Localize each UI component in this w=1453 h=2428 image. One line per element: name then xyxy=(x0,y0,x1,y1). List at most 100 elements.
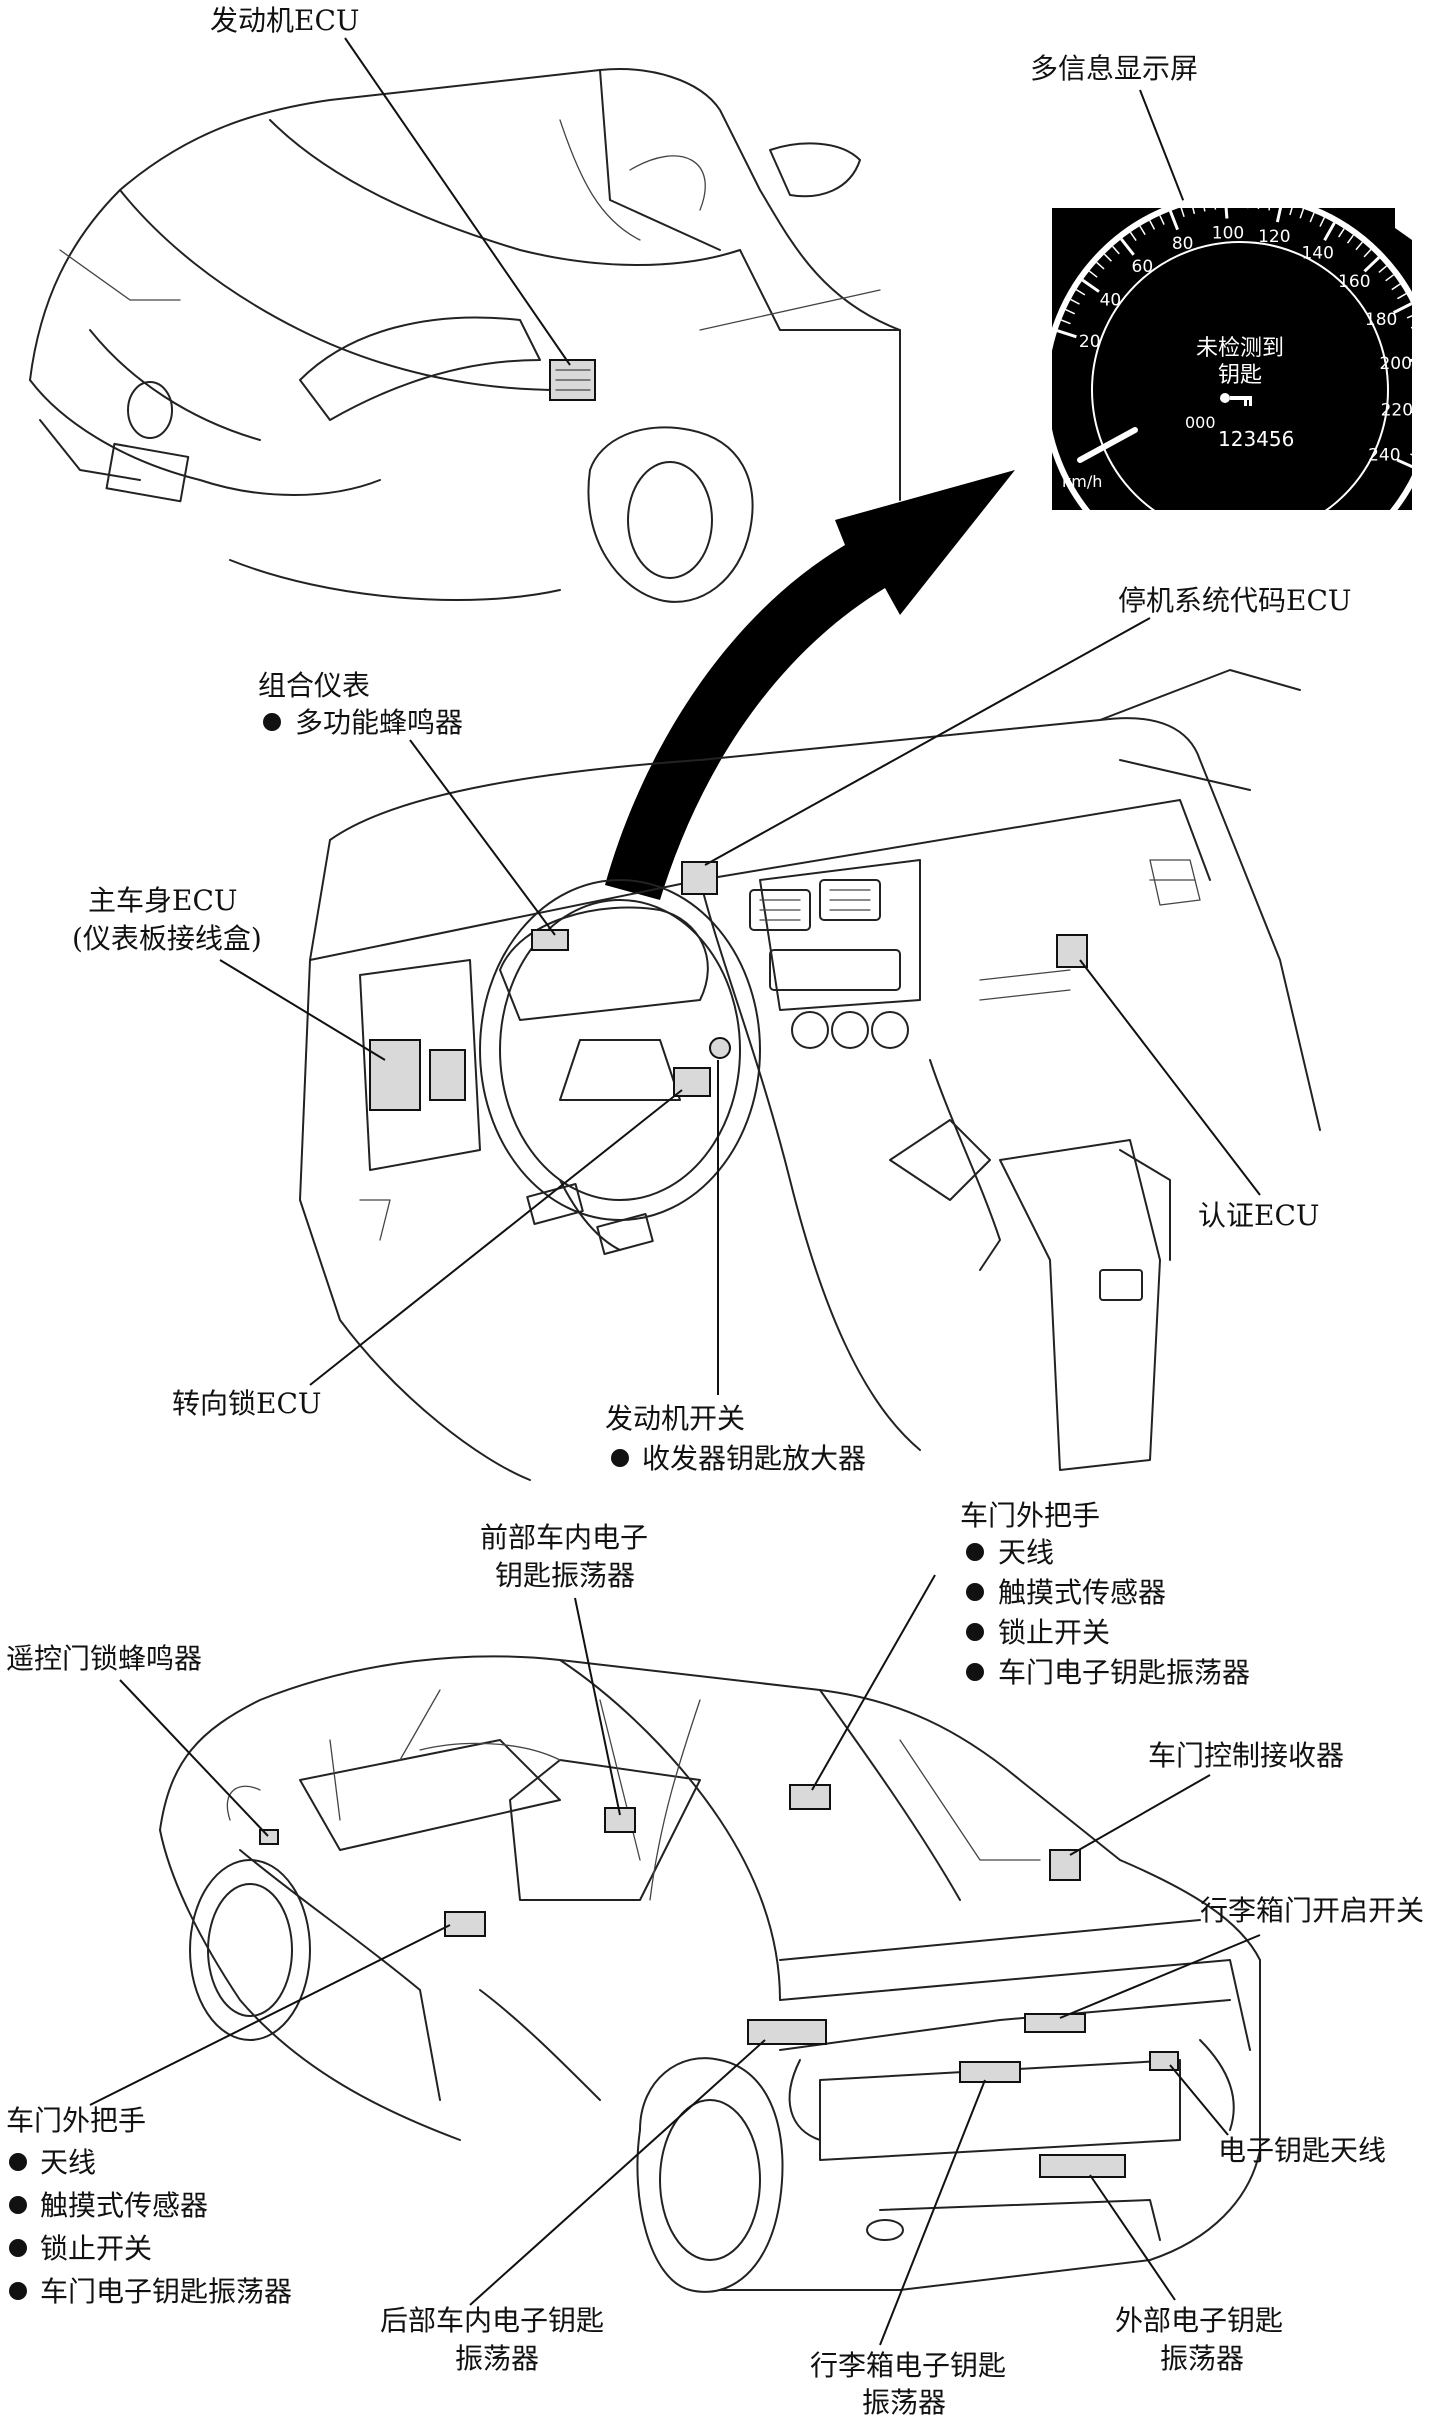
minor-tick xyxy=(1299,208,1305,219)
engine-switch-label: 发动机开关 xyxy=(605,1402,745,1435)
combination-meter-part xyxy=(531,929,569,951)
right-door-handle-title: 车门外把手 xyxy=(960,1499,1100,1532)
speed-needle xyxy=(1077,427,1138,463)
minor-tick xyxy=(1397,293,1407,300)
rear-oscillator-label-line1: 后部车内电子钥匙 xyxy=(380,2304,604,2337)
front-oscillator-leader xyxy=(574,1597,621,1816)
odometer-value: 123456 xyxy=(1218,427,1294,451)
minor-tick xyxy=(1355,241,1363,251)
major-tick xyxy=(1410,409,1431,416)
engine-switch-part xyxy=(709,1037,731,1059)
minor-tick xyxy=(1416,432,1427,437)
junction-block-part xyxy=(429,1049,466,1101)
steering-lock-ecu-leader xyxy=(309,1089,683,1386)
minor-tick xyxy=(1417,345,1428,350)
minor-tick xyxy=(1129,231,1137,241)
minor-tick xyxy=(1159,215,1165,225)
key-icon xyxy=(1220,393,1252,406)
trunk-oscillator-leader xyxy=(879,2079,986,2346)
left-door-handle-item: 车门电子钥匙振荡器 xyxy=(40,2275,292,2308)
minor-tick xyxy=(1070,298,1080,305)
steering-lock-ecu-label: 转向锁ECU xyxy=(172,1387,321,1420)
wireless-buzzer-leader xyxy=(119,1679,269,1837)
minor-tick xyxy=(1139,225,1146,236)
minor-tick xyxy=(1180,207,1185,218)
minor-tick xyxy=(1257,198,1261,210)
minor-tick xyxy=(1191,203,1196,214)
right-door-handle-item: 车门电子钥匙振荡器 xyxy=(998,1656,1250,1689)
main-body-ecu-label-line2: (仪表板接线盒) xyxy=(72,922,262,955)
outside-oscillator-leader xyxy=(1089,2174,1176,2301)
right-door-handle-part xyxy=(789,1784,831,1810)
front-car-illustration xyxy=(29,68,901,603)
speed-tick-label: 40 xyxy=(1100,291,1122,311)
minor-tick xyxy=(1096,261,1105,270)
minor-tick xyxy=(1065,308,1076,315)
speed-tick-label: 240 xyxy=(1368,445,1400,465)
engine-ecu-leader xyxy=(344,37,571,366)
transponder-amplifier-label: 收发器钥匙放大器 xyxy=(642,1442,866,1475)
minor-tick xyxy=(1268,200,1272,211)
minor-tick xyxy=(1385,274,1395,282)
left-door-handle-item: 锁止开关 xyxy=(40,2232,152,2265)
speed-tick-label: 200 xyxy=(1379,354,1411,374)
major-tick xyxy=(1120,238,1135,256)
display-message-line1: 未检测到 xyxy=(1196,336,1284,361)
right-door-handle-item: 锁止开关 xyxy=(998,1616,1110,1649)
outside-oscillator-label-line2: 振荡器 xyxy=(1160,2342,1244,2375)
major-tick xyxy=(1168,210,1179,231)
speed-tick-marks xyxy=(1056,198,1433,470)
trunk-opener-switch-leader xyxy=(1059,1934,1261,2019)
minor-tick xyxy=(1420,367,1431,371)
minor-tick xyxy=(1421,401,1432,404)
speed-tick-label: 140 xyxy=(1301,243,1333,263)
minor-tick xyxy=(1319,217,1326,227)
speed-tick-label: 160 xyxy=(1338,272,1370,292)
minor-tick xyxy=(1421,379,1432,382)
trunk-opener-switch-label: 行李箱门开启开关 xyxy=(1200,1894,1424,1927)
electronic-key-antenna-leader xyxy=(1169,2064,1229,2136)
wireless-buzzer-label: 遥控门锁蜂鸣器 xyxy=(6,1642,202,1675)
bullet xyxy=(263,713,281,731)
minor-tick xyxy=(1103,253,1112,262)
left-door-handle-item: 天线 xyxy=(40,2146,96,2179)
multi-buzzer-label: 多功能蜂鸣器 xyxy=(295,706,463,739)
minor-tick xyxy=(1075,288,1086,296)
major-tick xyxy=(1275,202,1284,223)
minor-tick xyxy=(1413,443,1424,448)
major-tick xyxy=(1323,222,1336,241)
minor-tick xyxy=(1378,265,1388,273)
trunk-oscillator-label-line1: 行李箱电子钥匙 xyxy=(810,2349,1006,2382)
certification-ecu-label: 认证ECU xyxy=(1198,1199,1319,1232)
front-oscillator-label-line2: 钥匙振荡器 xyxy=(495,1559,635,1592)
left-door-handle-item: 触摸式传感器 xyxy=(40,2189,208,2222)
major-tick xyxy=(1056,329,1077,339)
front-oscillator-label-line1: 前部车内电子 xyxy=(480,1521,648,1554)
trip-indicator: 000 xyxy=(1185,413,1216,432)
minor-tick xyxy=(1410,453,1420,459)
electronic-key-antenna-label: 电子钥匙天线 xyxy=(1218,2134,1386,2167)
speed-tick-label: 180 xyxy=(1365,310,1397,330)
minor-tick xyxy=(1414,334,1425,339)
immobilizer-ecu-label: 停机系统代码ECU xyxy=(1118,584,1351,617)
left-door-handle-leader xyxy=(89,1924,451,2106)
left-door-handle-part xyxy=(444,1911,486,1937)
right-door-handle-leader xyxy=(811,1574,936,1791)
main-body-ecu-label-line1: 主车身ECU xyxy=(88,884,237,917)
rear-oscillator-part xyxy=(747,2019,827,2045)
speed-tick-label: 120 xyxy=(1258,227,1290,247)
outside-oscillator-label-line1: 外部电子钥匙 xyxy=(1115,2304,1283,2337)
immobilizer-ecu-leader xyxy=(704,617,1151,866)
minor-tick xyxy=(1060,319,1071,325)
speed-tick-label: 60 xyxy=(1132,257,1154,277)
major-tick xyxy=(1081,278,1100,293)
trunk-oscillator-label-line2: 振荡器 xyxy=(862,2386,946,2419)
rear-car-illustration xyxy=(159,1655,1261,2293)
door-control-receiver-label: 车门控制接收器 xyxy=(1148,1739,1344,1772)
minor-tick xyxy=(1213,199,1217,210)
door-control-receiver-leader xyxy=(1069,1774,1211,1856)
engine-ecu-label: 发动机ECU xyxy=(210,4,359,37)
minor-tick xyxy=(1112,245,1120,255)
